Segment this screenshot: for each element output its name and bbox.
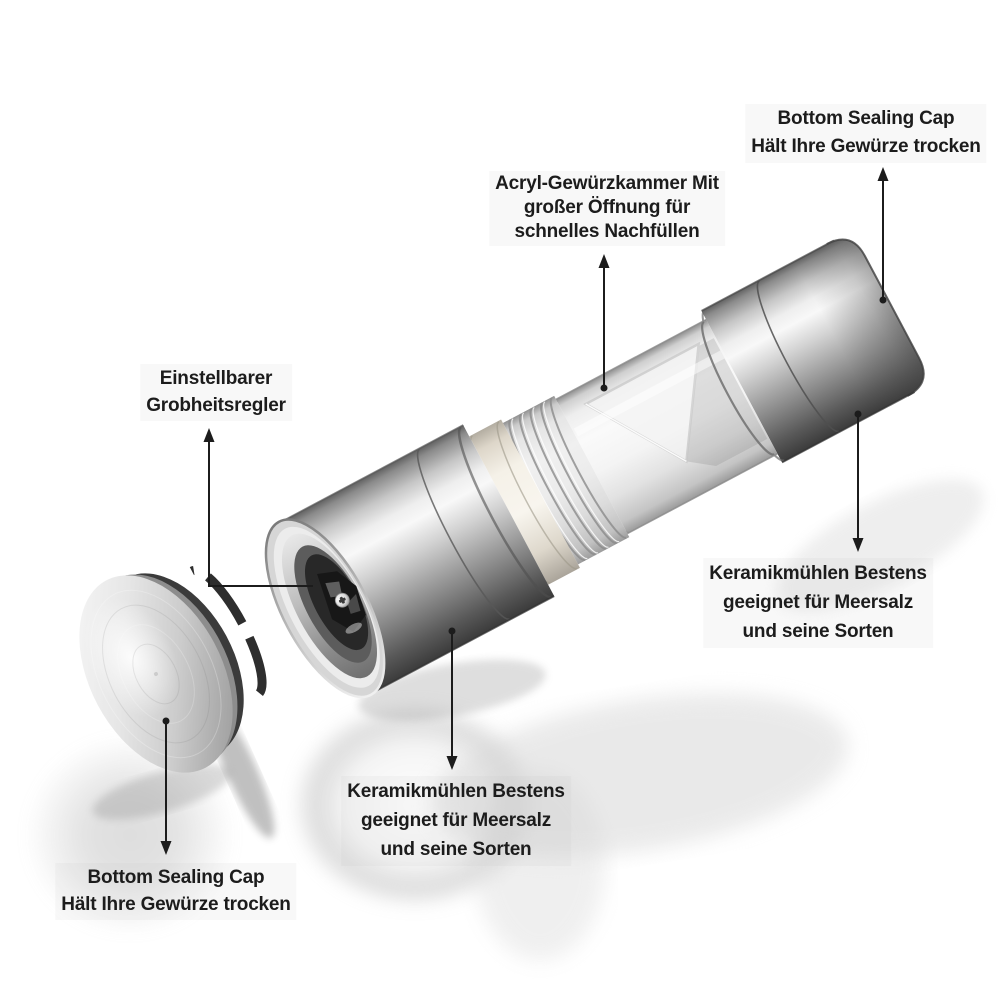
label-line: und seine Sorten (380, 839, 532, 860)
label-ceramic-mill-bottom: Keramikmühlen Bestens geeignet für Meers… (341, 776, 571, 866)
surface-reflections (25, 479, 984, 960)
callout-arrow-bottom-cap-top (877, 167, 889, 304)
callout-arrow-coarseness-adjuster (203, 428, 313, 587)
label-line: Keramikmühlen Bestens (347, 781, 565, 802)
label-coarseness-adjuster: Einstellbarer Grobheitsregler (140, 364, 292, 421)
callout-arrow-bottom-cap-lower (160, 717, 172, 855)
label-line: großer Öffnung für (523, 197, 691, 218)
acrylic-chamber (555, 318, 778, 535)
callout-arrow-ceramic-right (852, 410, 864, 552)
label-line: Bottom Sealing Cap (777, 108, 955, 129)
label-line: geeignet für Meersalz (722, 592, 914, 613)
label-line: Bottom Sealing Cap (87, 867, 265, 888)
grinder-head (264, 424, 555, 699)
label-line: Hält Ihre Gewürze trocken (61, 894, 291, 915)
grinder-body (264, 238, 925, 699)
thread-section (502, 395, 630, 565)
label-acrylic-chamber: Acryl-Gewürzkammer Mit großer Öffnung fü… (489, 171, 725, 246)
callout-arrow-acrylic-chamber (598, 254, 610, 392)
detached-sealing-cap (79, 565, 267, 773)
cap-thread-ring (189, 565, 267, 699)
label-bottom-sealing-cap-lower: Bottom Sealing Cap Hält Ihre Gewürze tro… (55, 863, 297, 920)
label-line: Hält Ihre Gewürze trocken (751, 136, 981, 157)
bottom-sealing-cap (701, 238, 925, 464)
label-ceramic-mill-right: Keramikmühlen Bestens geeignet für Meers… (703, 558, 933, 648)
head-groove (416, 448, 511, 620)
label-line: Einstellbarer (159, 368, 273, 389)
label-line: Keramikmühlen Bestens (709, 563, 927, 584)
label-line: Acryl-Gewürzkammer Mit (495, 173, 719, 194)
label-bottom-sealing-cap-top: Bottom Sealing Cap Hält Ihre Gewürze tro… (745, 104, 987, 163)
label-line: und seine Sorten (742, 621, 894, 642)
label-line: geeignet für Meersalz (360, 810, 552, 831)
label-line: Grobheitsregler (146, 395, 286, 416)
callout-arrow-ceramic-bottom (446, 627, 458, 770)
cap-seam-groove (756, 280, 840, 433)
label-line: schnelles Nachfüllen (514, 221, 700, 242)
